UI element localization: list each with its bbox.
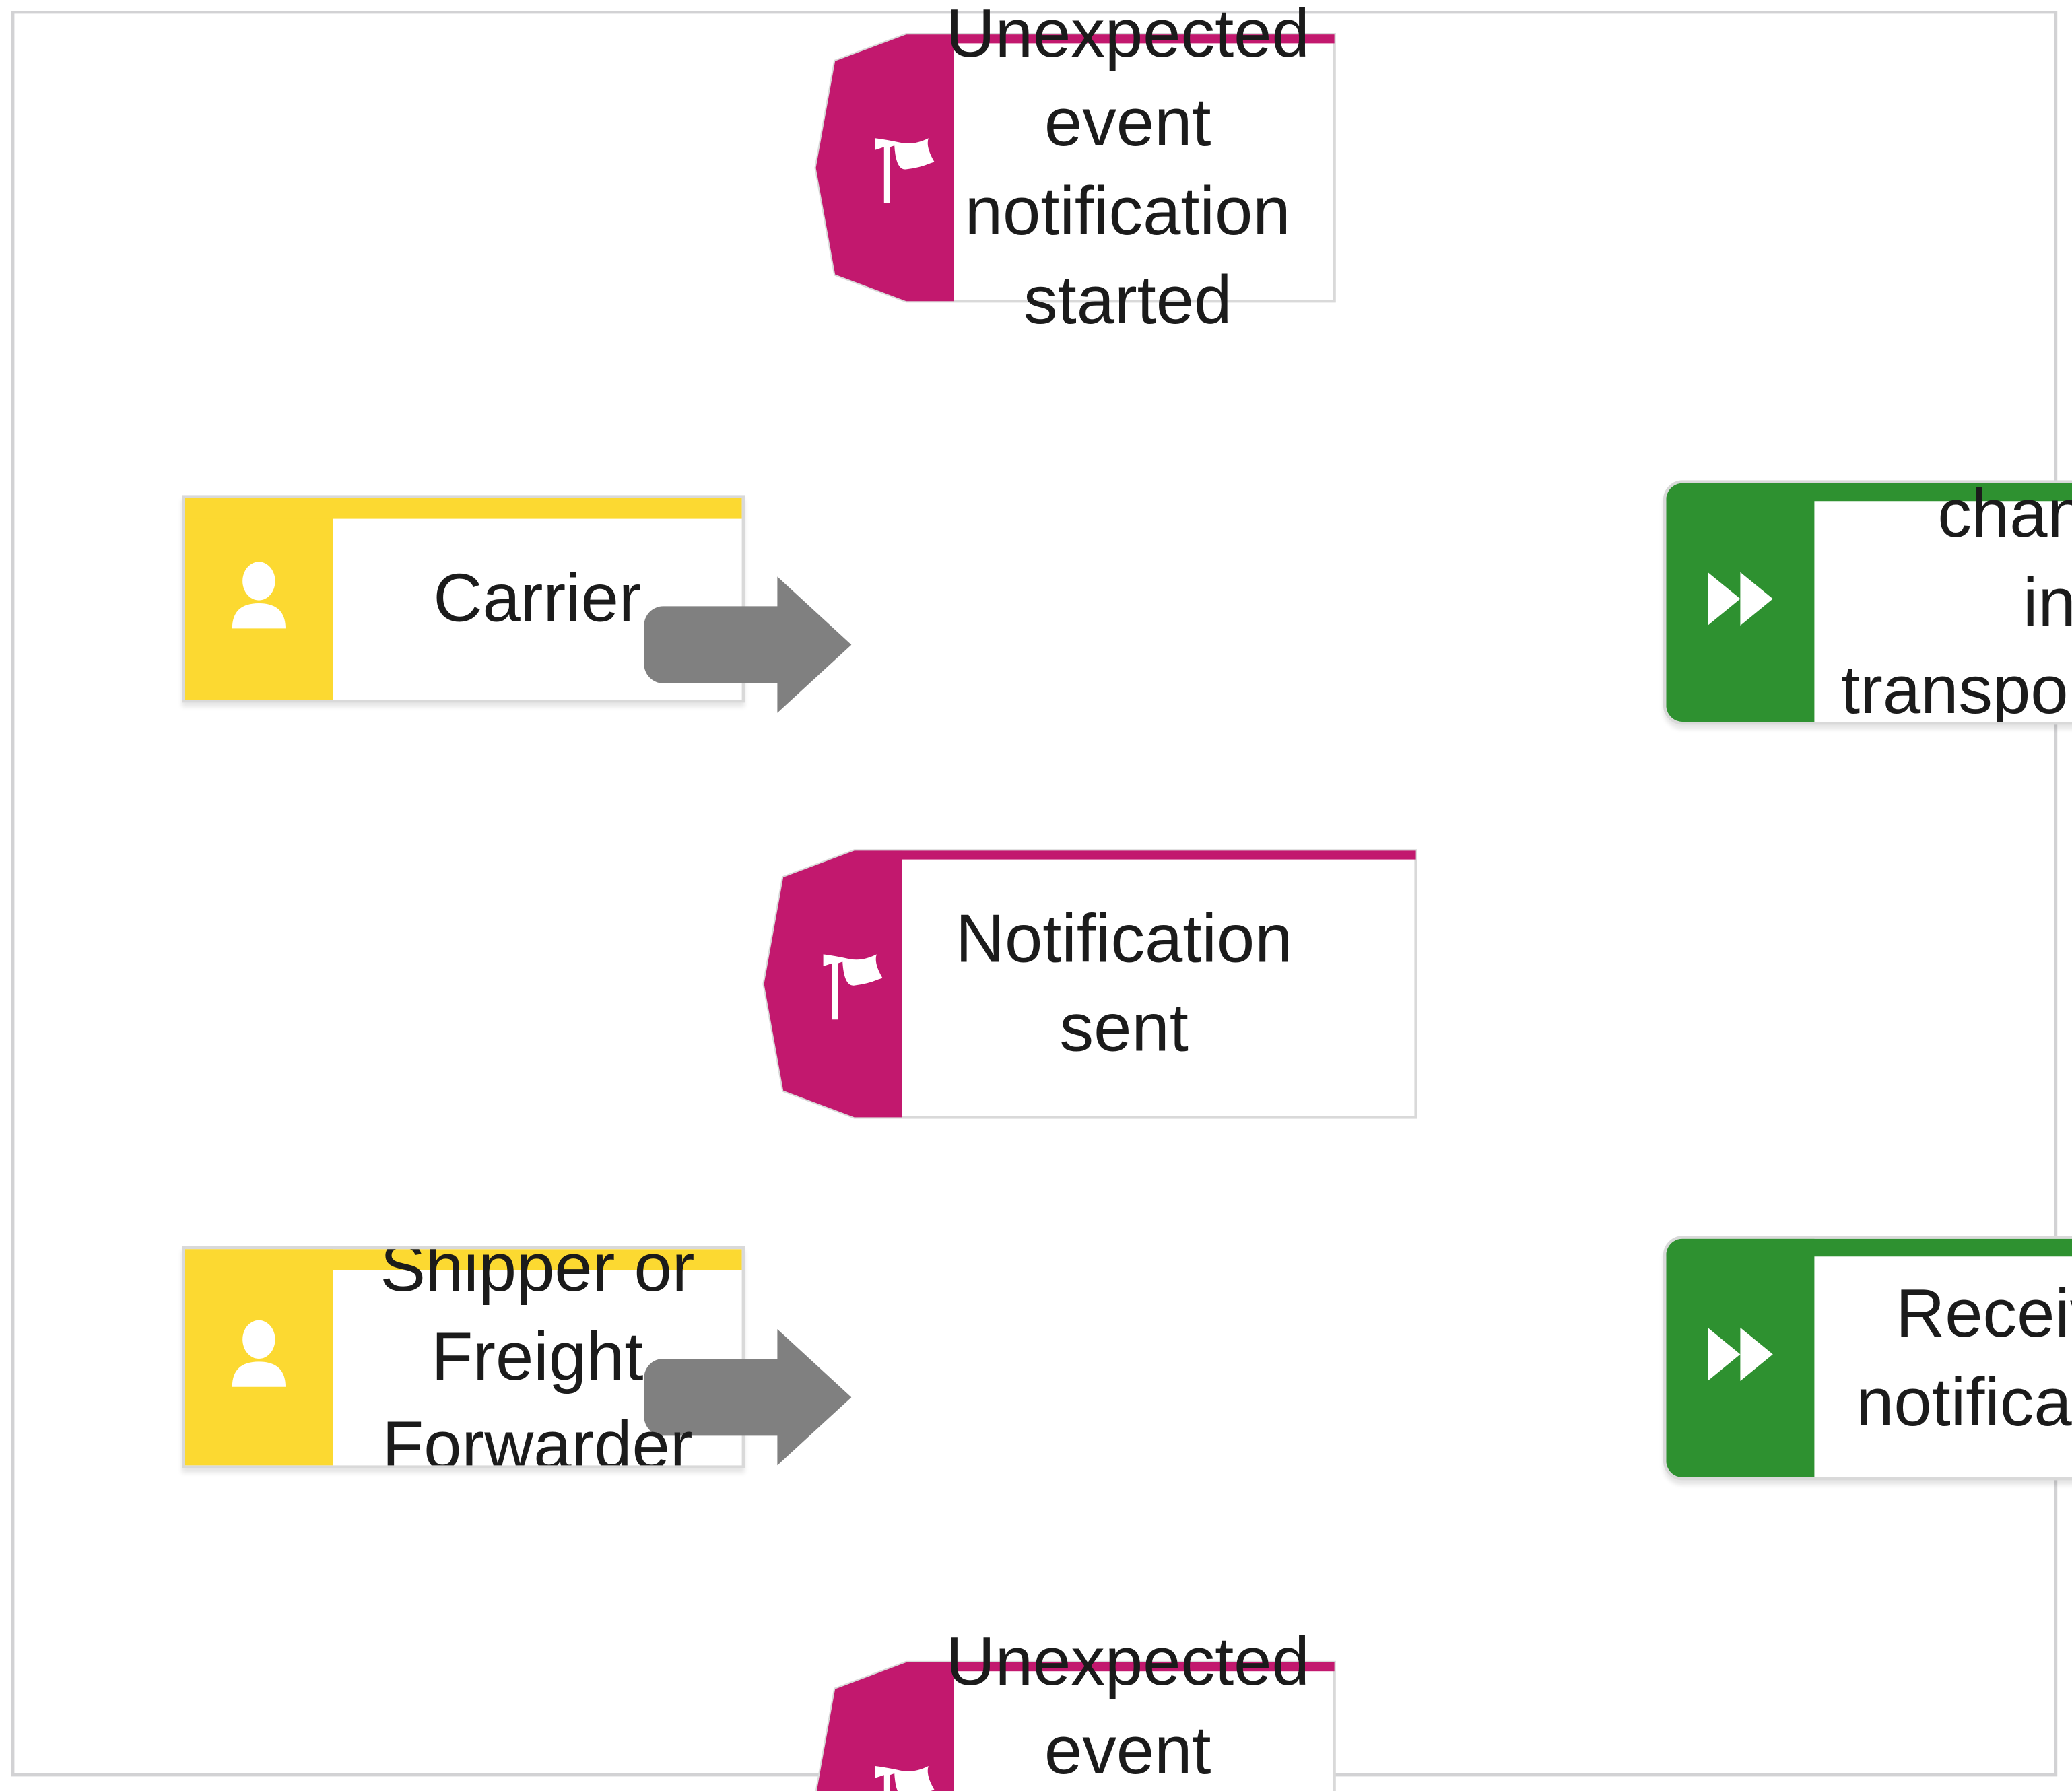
person-icon <box>218 553 300 644</box>
event-label: Unexpected event notification started <box>945 0 1310 338</box>
flag-icon <box>861 127 949 215</box>
function-icon-strip <box>1666 483 1815 722</box>
event-shape <box>815 1660 1336 1791</box>
event-node-unexpected-event-completed[interactable]: Unexpected event notification completed <box>815 1623 1336 1791</box>
flag-icon <box>809 943 898 1032</box>
function-node-request-change[interactable]: Request a change in transportation statu… <box>1663 480 2072 725</box>
arrow-carrier-to-request <box>644 576 852 713</box>
role-icon-strip <box>185 498 333 700</box>
role-node-shipper-or-freight-forwarder[interactable]: Shipper or Freight Forwarder <box>182 1246 745 1468</box>
function-label: Request a change in transportation statu… <box>1841 480 2072 725</box>
function-label: Receive notification <box>1856 1273 2072 1440</box>
diagram-canvas: Unexpected event notification started Ca… <box>11 0 2072 1791</box>
function-icon-strip <box>1666 1238 1815 1477</box>
arrow-shipper-to-receive <box>644 1329 852 1466</box>
double-chevron-icon <box>1699 564 1782 642</box>
role-label: Carrier <box>433 559 642 636</box>
role-icon-strip <box>185 1249 333 1466</box>
role-node-carrier[interactable]: Carrier <box>182 495 745 703</box>
person-icon <box>218 1312 300 1403</box>
function-node-receive-notification[interactable]: Receive notification <box>1663 1236 2072 1481</box>
event-node-notification-sent[interactable]: Notification sent <box>762 849 1417 1119</box>
event-label: Notification sent <box>955 900 1293 1066</box>
event-label: Unexpected event notification completed <box>945 1623 1310 1789</box>
role-label: Shipper or Freight Forwarder <box>380 1246 695 1468</box>
event-node-unexpected-event-started[interactable]: Unexpected event notification started <box>814 0 1336 338</box>
flag-icon <box>861 1754 949 1791</box>
double-chevron-icon <box>1699 1319 1782 1398</box>
